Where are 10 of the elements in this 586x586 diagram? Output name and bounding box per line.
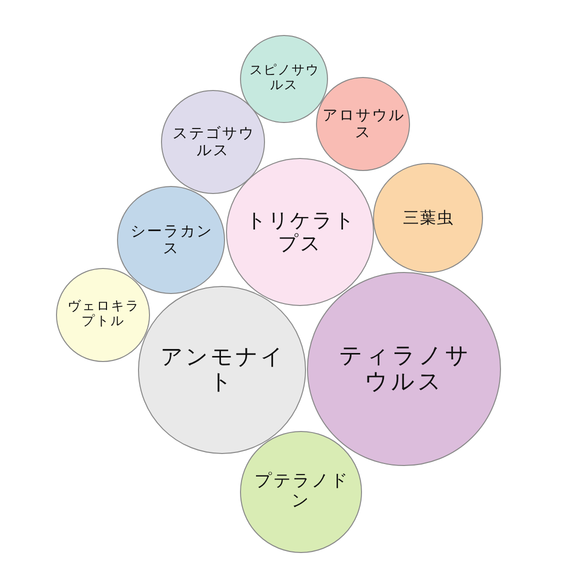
bubble-label: アロサウルス <box>322 106 406 142</box>
bubble-label: アンモナイト <box>160 344 286 396</box>
bubble-label: ティラノサウルス <box>338 342 472 396</box>
bubble-label: プテラノドン <box>254 472 350 512</box>
bubble-label: 三葉虫 <box>402 208 455 228</box>
bubble-label: スピノサウルス <box>248 64 320 94</box>
bubble-label: シーラカンス <box>130 222 214 258</box>
bubble-label: ヴェロキラプトル <box>66 300 141 330</box>
bubble-label: トリケラトプス <box>245 209 357 255</box>
bubble-label: ステゴサウルス <box>172 124 256 160</box>
